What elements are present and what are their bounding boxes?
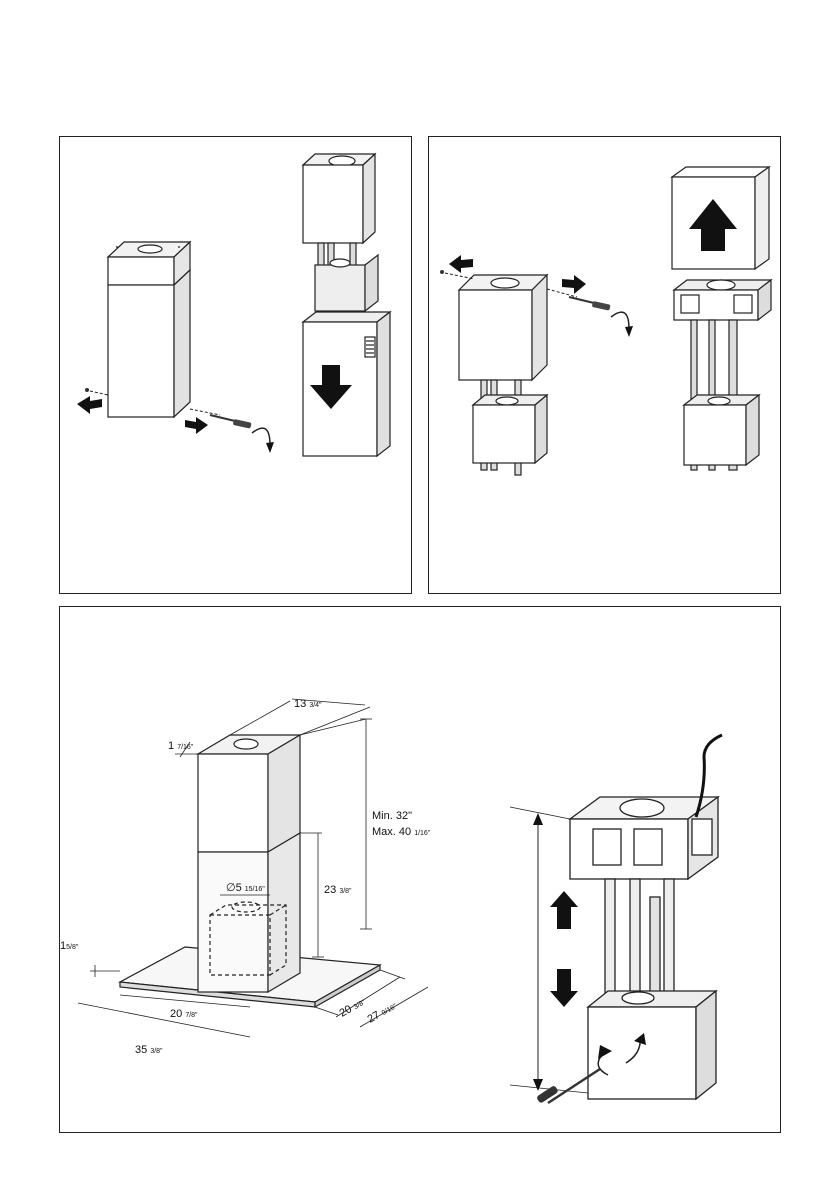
rotate-arrow-icon bbox=[252, 428, 270, 445]
dim-canopy-length: 35 3/8" bbox=[135, 1044, 163, 1056]
dim-chimney-width: 20 7/8" bbox=[170, 1008, 198, 1020]
arrow-left-icon bbox=[77, 396, 102, 414]
height-adjust-bracket bbox=[570, 797, 718, 1099]
dim-top-height: 1 7/16" bbox=[168, 740, 194, 752]
arrow-right-icon bbox=[562, 275, 586, 294]
chimney-body bbox=[198, 735, 300, 992]
lower-cover-removal-illustration bbox=[60, 137, 413, 595]
arrow-up-icon bbox=[550, 891, 578, 929]
upper-cover-removal-illustration bbox=[429, 137, 782, 595]
chimney-assembly-left bbox=[459, 275, 547, 475]
screw-icon bbox=[85, 388, 89, 392]
dim-width: 13 3/4" bbox=[294, 698, 322, 710]
screwdriver-icon bbox=[210, 415, 252, 429]
step-panel-remove-lower-cover bbox=[59, 136, 412, 594]
dim-height-min: Min. 32" bbox=[372, 810, 412, 822]
chimney-assembly-left bbox=[108, 242, 190, 417]
dimensions-drawing: 13 3/4" 1 7/16" Min. 32" Max. 40 1/16" 2… bbox=[60, 607, 782, 1134]
rotate-arrow-icon bbox=[611, 312, 629, 329]
dim-depth-inner: 20 3/8" bbox=[338, 995, 368, 1019]
screw-icon bbox=[440, 270, 444, 274]
step-panel-lift-upper-cover bbox=[428, 136, 781, 594]
arrow-left-icon bbox=[449, 255, 473, 273]
dim-height-max: Max. 40 1/16" bbox=[372, 826, 431, 838]
chimney-assembly-right bbox=[303, 154, 390, 456]
dim-depth-outer: 27 9/16" bbox=[366, 999, 400, 1025]
dim-lower-height: 23 3/8" bbox=[324, 884, 352, 896]
arrow-right-icon bbox=[185, 417, 208, 434]
dim-canopy-thickness: 15/8" bbox=[60, 940, 79, 952]
arrow-down-icon bbox=[550, 969, 578, 1007]
dimensions-and-height-adjustment-panel: 13 3/4" 1 7/16" Min. 32" Max. 40 1/16" 2… bbox=[59, 606, 781, 1133]
screwdriver-icon bbox=[569, 297, 611, 311]
